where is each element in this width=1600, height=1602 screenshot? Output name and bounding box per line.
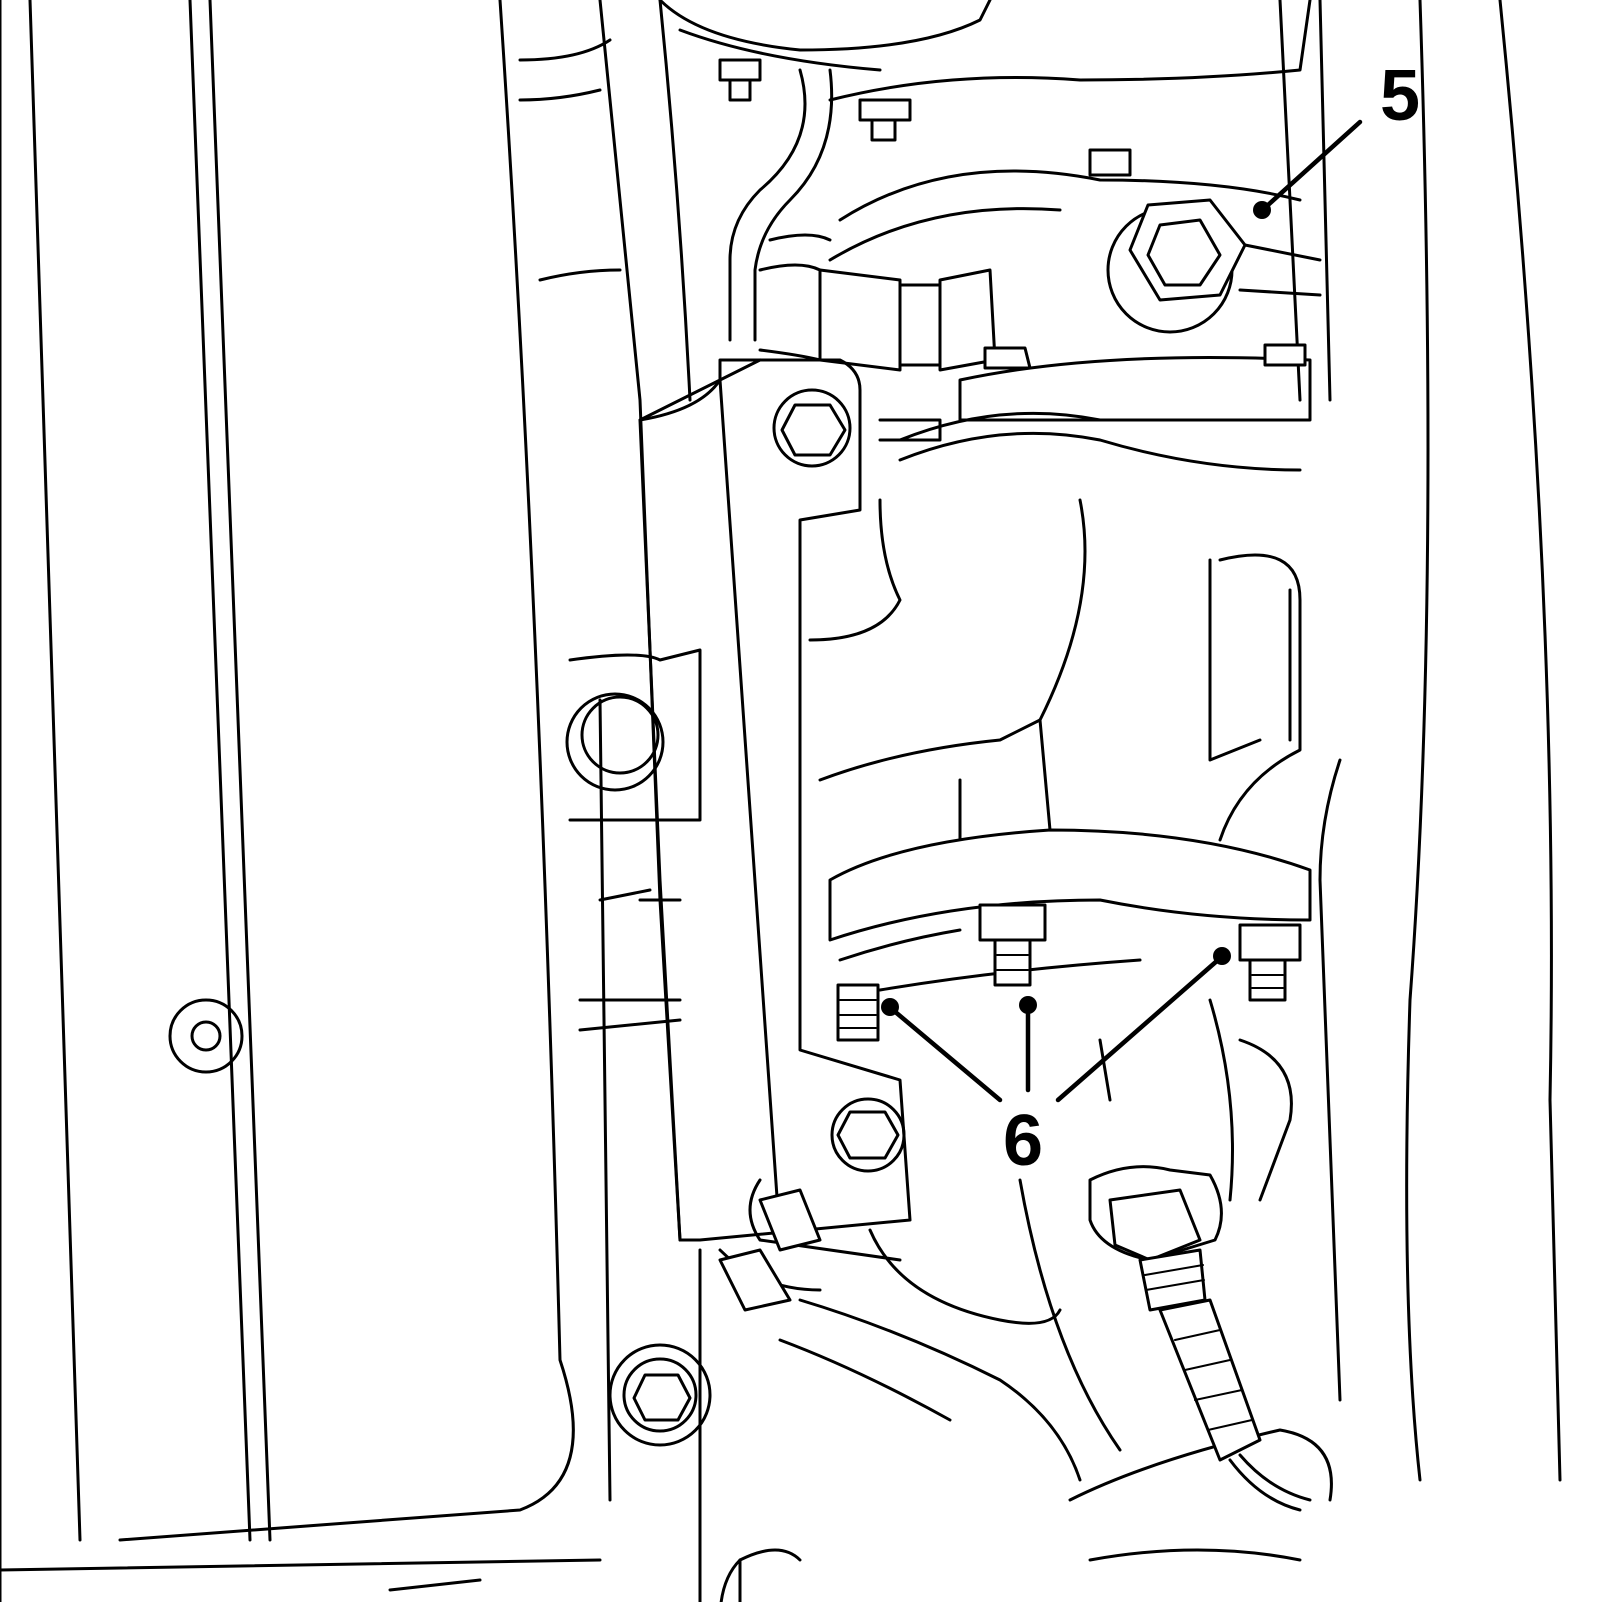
hose-clamp	[718, 1178, 1082, 1602]
callout-6-dot-left	[881, 998, 899, 1016]
upper-housing	[768, 0, 1332, 402]
manifold-body	[808, 0, 1562, 1482]
callout-6: 6	[881, 947, 1231, 1181]
callout-6-dot-right	[1213, 947, 1231, 965]
lower-flange	[828, 828, 1312, 992]
mid-flange	[878, 343, 1312, 442]
sensor-connector	[1106, 198, 1322, 334]
rivet-icon	[168, 998, 244, 1074]
stud-left-icon	[836, 983, 880, 1042]
union-fitting	[758, 263, 997, 372]
top-bolt-left-icon	[718, 58, 762, 102]
bracket-plate	[638, 358, 912, 1242]
downpipe	[868, 998, 1333, 1562]
bracket-bolt-upper-icon	[772, 388, 852, 468]
round-boss	[565, 648, 702, 822]
callout-5: 5	[1253, 56, 1420, 219]
top-bolt-center-icon	[1088, 148, 1132, 177]
callout-5-dot	[1253, 201, 1271, 219]
left-cover-panel	[0, 0, 622, 1602]
callout-6-label: 6	[1003, 1101, 1043, 1181]
top-bolt-right-icon	[858, 98, 912, 142]
stud-right-icon	[1238, 923, 1302, 1002]
stud-center-icon	[978, 903, 1047, 987]
lower-left-bolt-icon	[608, 1343, 712, 1447]
callout-5-label: 5	[1380, 56, 1420, 136]
callout-6-dot-center	[1019, 996, 1037, 1014]
bracket-bolt-lower-icon	[830, 1097, 906, 1173]
upper-pipe	[658, 0, 992, 342]
oxygen-sensor	[1088, 1165, 1312, 1512]
